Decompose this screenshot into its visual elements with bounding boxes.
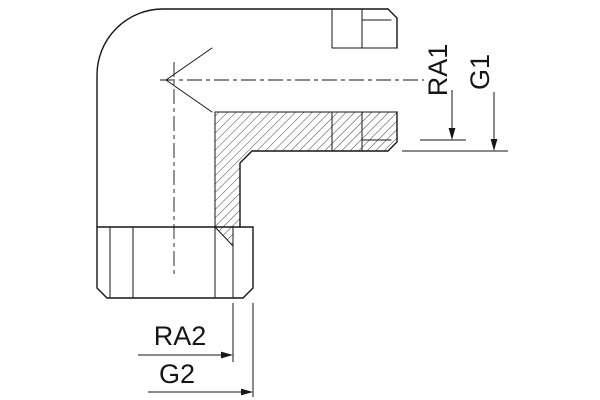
lower-stud <box>96 111 254 299</box>
stud-internal-lines <box>331 8 398 152</box>
elbow-body <box>96 8 389 228</box>
inner-contour <box>239 150 389 228</box>
upper-stud <box>214 8 398 152</box>
dimension-g1: G1 <box>402 54 508 152</box>
ra2-arrowhead <box>221 351 233 359</box>
section-hatching <box>215 112 397 246</box>
g1-arrowhead <box>490 139 498 151</box>
g1-label: G1 <box>465 54 495 90</box>
dimension-ra2: RA2 <box>138 303 234 362</box>
g2-arrowhead <box>241 388 253 396</box>
hatch-area-inner-corner <box>215 112 397 227</box>
outer-contour <box>96 8 389 228</box>
dimension-ra1: RA1 <box>420 44 466 141</box>
dimension-g2: G2 <box>148 303 254 397</box>
lower-stud-thread-lines <box>109 111 234 299</box>
stud-outline <box>387 8 398 152</box>
ra1-arrowhead <box>448 128 456 140</box>
ra2-label: RA2 <box>154 321 207 351</box>
centerlines <box>160 62 424 274</box>
g2-label: G2 <box>159 359 195 389</box>
bore-cone-lines <box>165 47 213 113</box>
lower-stud-outline <box>96 226 254 299</box>
ra1-label: RA1 <box>423 44 453 97</box>
